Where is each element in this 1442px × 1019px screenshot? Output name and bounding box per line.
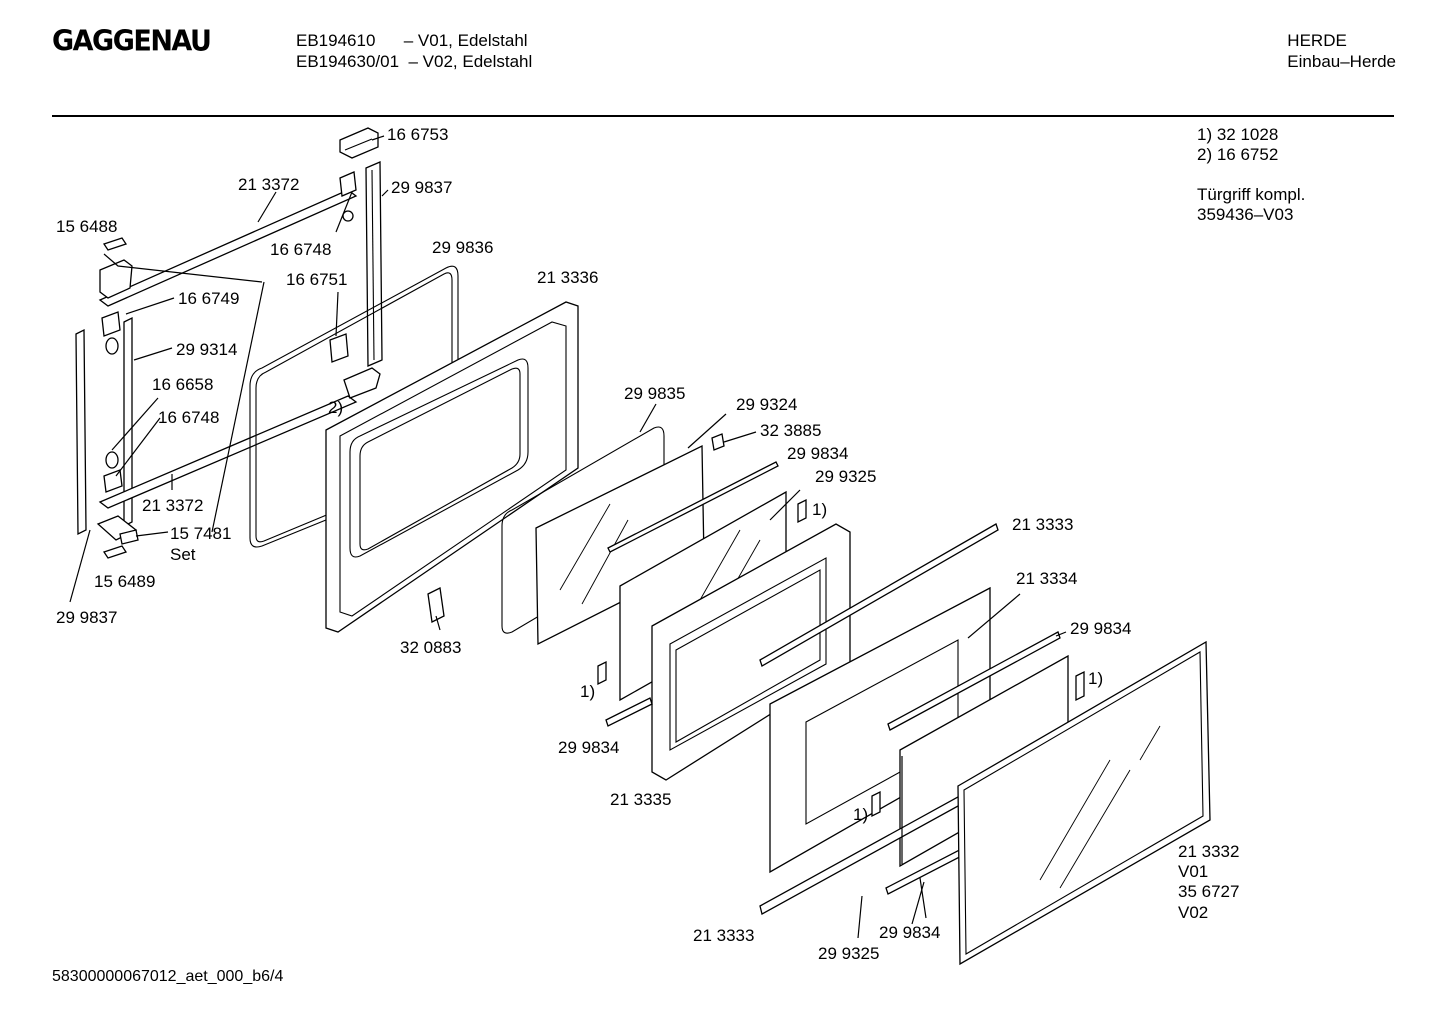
label-ref-1-a: 1) (812, 500, 827, 519)
label-29-9834-b: 29 9834 (1070, 619, 1131, 638)
label-15-6489: 15 6489 (94, 572, 155, 591)
hinge-plate (99, 259, 133, 299)
label-29-9834-d: 29 9834 (879, 923, 940, 942)
end-cap-top (102, 237, 128, 251)
label-21-3333-b: 21 3333 (693, 926, 754, 945)
top-trim-bar (98, 189, 358, 307)
label-16-6748-top: 16 6748 (270, 240, 331, 259)
label-29-9834-c: 29 9834 (558, 738, 619, 757)
door-parts (75, 127, 1211, 966)
strip-a (607, 461, 779, 553)
strip-c (605, 697, 653, 727)
document-id: 58300000067012_aet_000_b6/4 (52, 968, 284, 985)
label-29-9324: 29 9324 (736, 395, 797, 414)
label-21-3336: 21 3336 (537, 268, 598, 287)
label-29-9834-a: 29 9834 (787, 444, 848, 463)
clip-32-3885 (711, 433, 725, 451)
model-line-2: EB194630/01 – V02, Edelstahl (296, 52, 533, 71)
label-21-3333-a: 21 3333 (1012, 515, 1073, 534)
outer-glass-panel (957, 640, 1211, 966)
label-32-0883: 32 0883 (400, 638, 461, 657)
label-21-3335: 21 3335 (610, 790, 671, 809)
end-cap-bottom (102, 545, 128, 559)
label-29-9837-top: 29 9837 (391, 178, 452, 197)
clip-ref-1a (797, 498, 807, 524)
vertical-rod (123, 316, 133, 528)
handle-part: 359436–V03 (1197, 205, 1294, 224)
label-16-6753: 16 6753 (387, 125, 448, 144)
label-29-9325-a: 29 9325 (815, 467, 876, 486)
hinge-16-6751 (329, 333, 349, 363)
hinge-bracket-top (339, 127, 379, 159)
label-v02: V02 (1178, 903, 1208, 922)
label-35-6727: 35 6727 (1178, 882, 1239, 901)
bottom-trim-bar (98, 395, 358, 509)
trim-strip-top (759, 523, 999, 667)
label-16-6751: 16 6751 (286, 270, 347, 289)
label-29-9314: 29 9314 (176, 340, 237, 359)
hinge-clip-top (339, 171, 357, 197)
part-labels: 16 6753 21 3372 29 9837 15 6488 16 6748 … (56, 125, 1239, 963)
label-29-9837-bottom: 29 9837 (56, 608, 117, 627)
notes-block: 1) 32 1028 2) 16 6752 Türgriff kompl. 35… (1197, 125, 1305, 225)
clip-ref-1b (1075, 670, 1085, 702)
label-21-3372-top: 21 3372 (238, 175, 299, 194)
label-ref-1-d: 1) (853, 805, 868, 824)
label-29-9325-b: 29 9325 (818, 944, 879, 963)
strip-b (887, 631, 1061, 731)
brand-logo: GAGGENAU (52, 25, 212, 58)
label-16-6748-mid: 16 6748 (158, 408, 219, 427)
label-15-6488: 15 6488 (56, 217, 117, 236)
category: HERDE (1287, 31, 1347, 50)
label-16-6749: 16 6749 (178, 289, 239, 308)
handle-label: Türgriff kompl. (1197, 185, 1306, 204)
label-29-9836: 29 9836 (432, 238, 493, 257)
clip-ref-1d (871, 790, 881, 818)
hinge-ref-2 (343, 367, 381, 399)
leader-lines (69, 135, 1067, 939)
note-2: 2) 16 6752 (1197, 145, 1279, 164)
label-21-3332: 21 3332 (1178, 842, 1239, 861)
label-ref-2: 2) (328, 398, 343, 417)
label-32-3885: 32 3885 (760, 421, 821, 440)
label-set: Set (170, 545, 196, 564)
header-rule (52, 115, 1394, 117)
model-line-1: EB194610 – V01, Edelstahl (296, 31, 528, 50)
label-ref-1-c: 1) (580, 682, 595, 701)
model-numbers: EB194610 – V01, Edelstahl EB194630/01 – … (296, 30, 532, 72)
label-15-7481: 15 7481 (170, 524, 231, 543)
label-16-6658: 16 6658 (152, 375, 213, 394)
label-ref-1-b: 1) (1088, 669, 1103, 688)
note-1: 1) 32 1028 (1197, 125, 1279, 144)
label-v01: V01 (1178, 862, 1208, 881)
label-29-9835: 29 9835 (624, 384, 685, 403)
label-21-3372-bottom: 21 3372 (142, 496, 203, 515)
inner-door-frame (325, 301, 579, 633)
clip-ref-1c (597, 660, 607, 686)
label-21-3334: 21 3334 (1016, 569, 1077, 588)
bracket-32-0883 (427, 587, 445, 623)
vertical-rail-left (75, 328, 87, 536)
category-block: HERDE Einbau–Herde (1287, 30, 1396, 72)
subcategory: Einbau–Herde (1287, 52, 1396, 71)
round-bushing (105, 337, 119, 355)
